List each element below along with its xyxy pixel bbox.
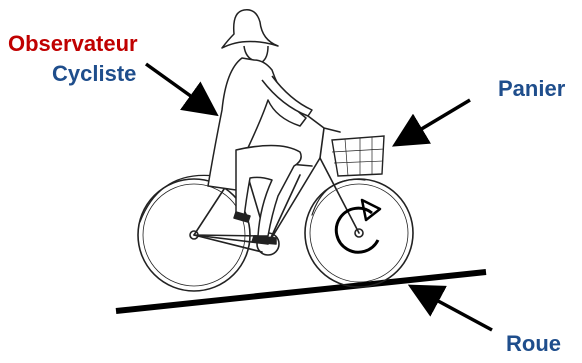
label-observateur: Observateur: [8, 31, 138, 56]
arrow-roue: [407, 284, 493, 332]
rotation-arrow-icon: [334, 198, 382, 254]
ground-line: [115, 269, 487, 314]
arrow-observateur: [144, 62, 219, 117]
rider: [207, 9, 313, 245]
label-roue: Roue: [506, 331, 561, 356]
arrow-panier: [391, 98, 471, 147]
label-panier: Panier: [498, 76, 566, 101]
label-cycliste: Cycliste: [52, 61, 137, 86]
basket: [331, 135, 385, 177]
rider-legs: [235, 144, 302, 237]
rider-hat: [221, 9, 279, 49]
